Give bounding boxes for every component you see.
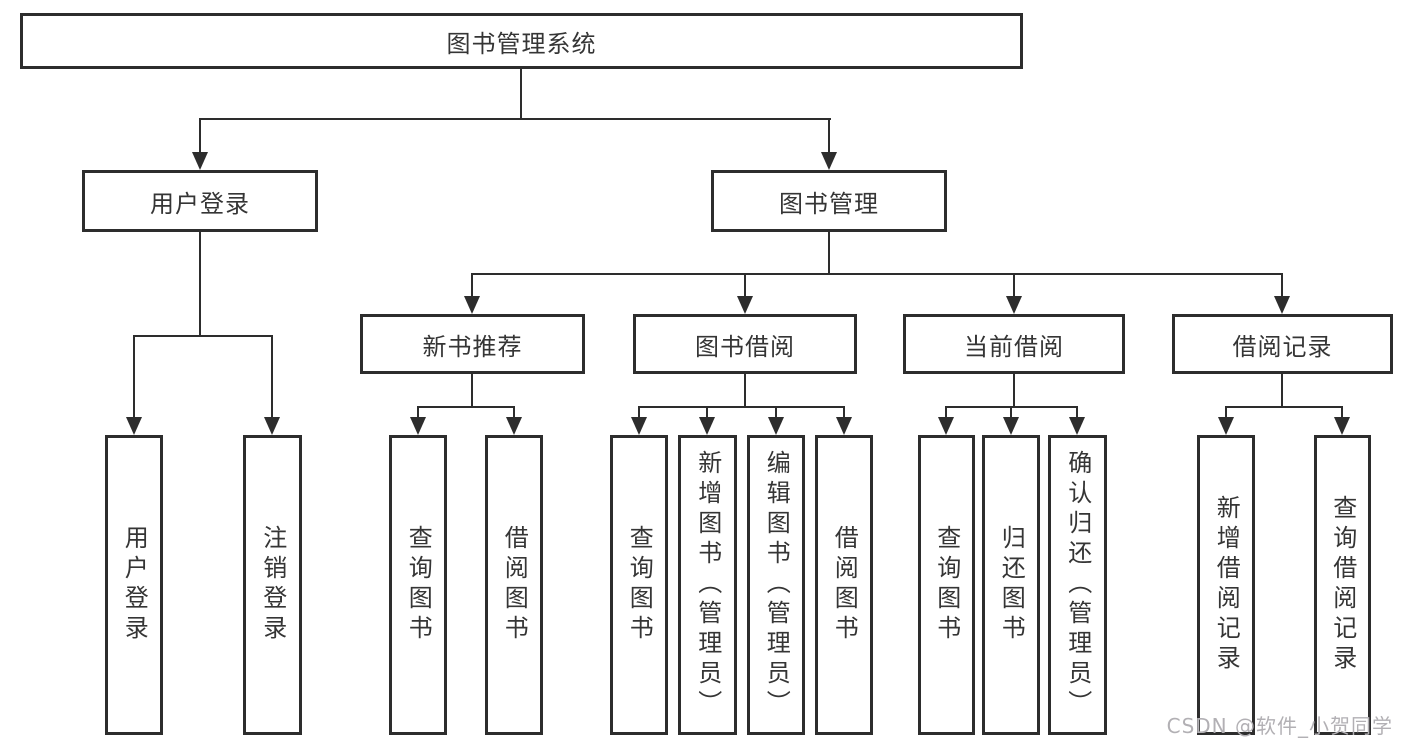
arrowhead-down-icon <box>126 417 142 435</box>
connector-vline <box>744 374 746 408</box>
connector-vline <box>471 273 473 300</box>
leaf-query-books-borrowing: 查询图书 <box>610 435 668 735</box>
arrowhead-down-icon <box>192 152 208 170</box>
node-book-borrowing: 图书借阅 <box>633 314 857 374</box>
leaf-return-book: 归还图书 <box>982 435 1040 735</box>
leaf-label: 借阅图书 <box>500 525 529 645</box>
leaf-label: 新增借阅记录 <box>1212 495 1241 675</box>
connector-hline <box>1225 406 1343 408</box>
connector-vline <box>945 406 947 419</box>
connector-vline <box>843 406 845 419</box>
connector-hline <box>133 335 273 337</box>
connector-vline <box>1076 406 1078 419</box>
leaf-label: 编辑图书（管理员） <box>762 450 791 720</box>
node-library-management-system: 图书管理系统 <box>20 13 1023 69</box>
arrowhead-down-icon <box>699 417 715 435</box>
connector-hline <box>199 118 831 120</box>
arrowhead-down-icon <box>1218 417 1234 435</box>
connector-vline <box>1013 374 1015 408</box>
leaf-label: 归还图书 <box>997 525 1026 645</box>
arrowhead-down-icon <box>1006 296 1022 314</box>
connector-vline <box>828 232 830 275</box>
connector-vline <box>1341 406 1343 419</box>
arrowhead-down-icon <box>1334 417 1350 435</box>
connector-vline <box>520 69 522 120</box>
leaf-add-book-admin: 新增图书（管理员） <box>678 435 737 735</box>
arrowhead-down-icon <box>410 417 426 435</box>
leaf-label: 查询图书 <box>404 525 433 645</box>
connector-hline <box>417 406 515 408</box>
arrowhead-down-icon <box>938 417 954 435</box>
connector-vline <box>706 406 708 419</box>
connector-vline <box>744 273 746 300</box>
node-current-borrowing: 当前借阅 <box>903 314 1125 374</box>
leaf-query-borrow-record: 查询借阅记录 <box>1314 435 1371 735</box>
node-borrowing-records: 借阅记录 <box>1172 314 1393 374</box>
leaf-label: 确认归还（管理员） <box>1063 450 1092 720</box>
leaf-label: 查询图书 <box>932 525 961 645</box>
leaf-query-books-recommend: 查询图书 <box>389 435 447 735</box>
leaf-logout: 注销登录 <box>243 435 302 735</box>
connector-vline <box>1010 406 1012 419</box>
leaf-user-login: 用户登录 <box>105 435 163 735</box>
connector-vline <box>271 335 273 419</box>
node-new-book-recommendation: 新书推荐 <box>360 314 585 374</box>
connector-vline <box>775 406 777 419</box>
node-user-login: 用户登录 <box>82 170 318 232</box>
leaf-confirm-return-admin: 确认归还（管理员） <box>1048 435 1107 735</box>
leaf-borrow-books-recommend: 借阅图书 <box>485 435 543 735</box>
arrowhead-down-icon <box>836 417 852 435</box>
arrowhead-down-icon <box>737 296 753 314</box>
connector-vline <box>513 406 515 419</box>
csdn-watermark: CSDN @软件_小贺同学 <box>1166 714 1393 738</box>
arrowhead-down-icon <box>264 417 280 435</box>
connector-vline <box>638 406 640 419</box>
leaf-label: 查询图书 <box>625 525 654 645</box>
connector-vline <box>828 118 830 156</box>
arrowhead-down-icon <box>1274 296 1290 314</box>
leaf-label: 新增图书（管理员） <box>693 450 722 720</box>
node-book-management: 图书管理 <box>711 170 947 232</box>
arrowhead-down-icon <box>464 296 480 314</box>
connector-vline <box>471 374 473 408</box>
leaf-add-borrow-record: 新增借阅记录 <box>1197 435 1255 735</box>
leaf-label: 注销登录 <box>258 525 287 645</box>
leaf-borrow-books-borrowing: 借阅图书 <box>815 435 873 735</box>
arrowhead-down-icon <box>1069 417 1085 435</box>
connector-vline <box>199 232 201 337</box>
connector-vline <box>1013 273 1015 300</box>
leaf-edit-book-admin: 编辑图书（管理员） <box>747 435 805 735</box>
connector-vline <box>1281 374 1283 408</box>
arrowhead-down-icon <box>768 417 784 435</box>
arrowhead-down-icon <box>821 152 837 170</box>
connector-hline <box>471 273 1283 275</box>
arrowhead-down-icon <box>506 417 522 435</box>
connector-vline <box>199 118 201 156</box>
connector-vline <box>1225 406 1227 419</box>
connector-vline <box>1281 273 1283 300</box>
arrowhead-down-icon <box>631 417 647 435</box>
leaf-query-books-current: 查询图书 <box>918 435 975 735</box>
leaf-label: 用户登录 <box>120 525 149 645</box>
leaf-label: 借阅图书 <box>830 525 859 645</box>
connector-vline <box>417 406 419 419</box>
connector-vline <box>133 335 135 419</box>
arrowhead-down-icon <box>1003 417 1019 435</box>
leaf-label: 查询借阅记录 <box>1328 495 1357 675</box>
connector-hline <box>638 406 845 408</box>
